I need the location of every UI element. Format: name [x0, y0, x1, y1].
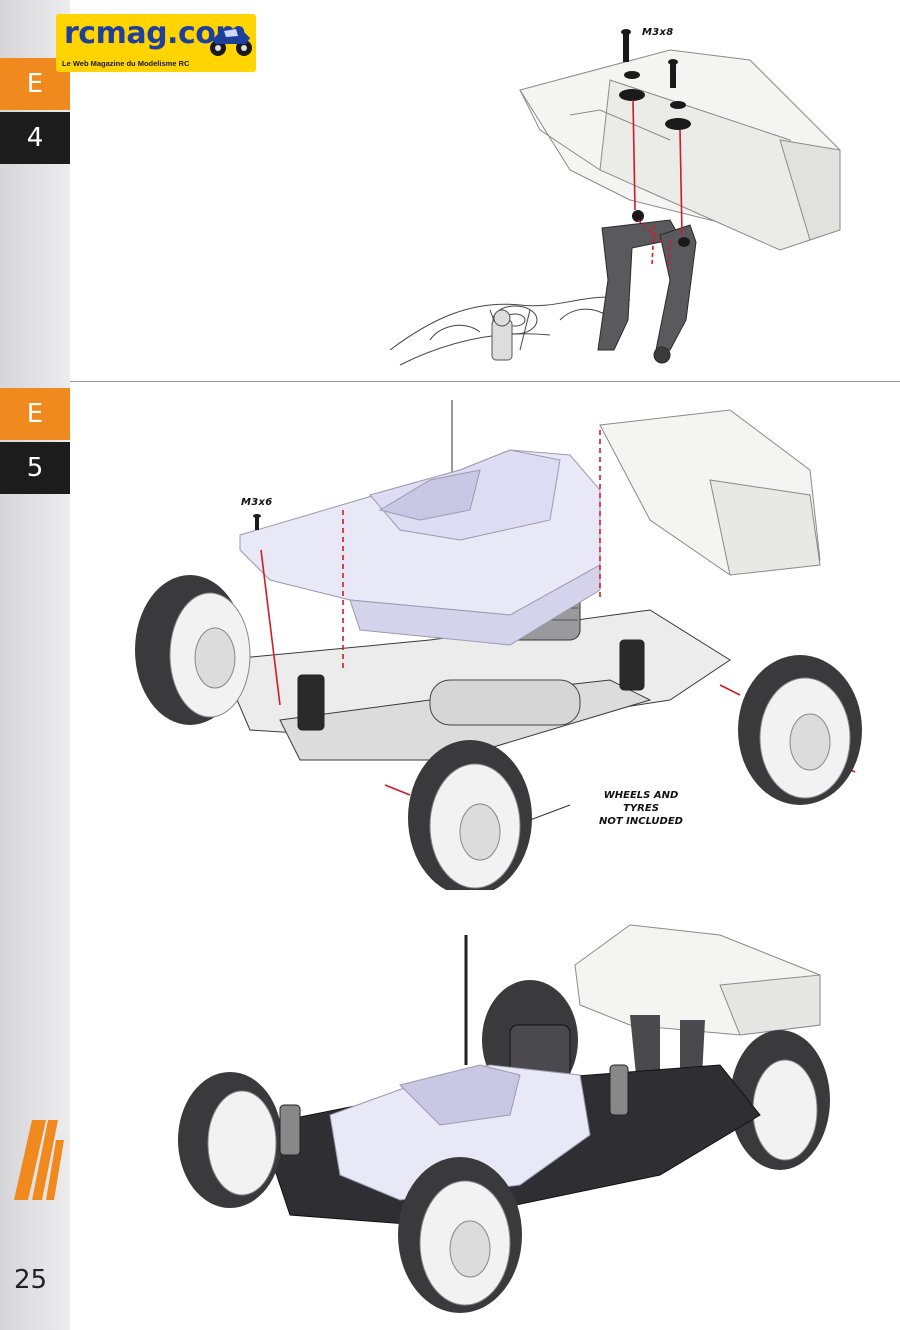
- wing-screw-label: M3x8: [642, 27, 674, 38]
- note-line-1: WHEELS AND: [603, 790, 679, 801]
- buggy-logo-icon: [210, 28, 252, 56]
- rcmag-logo[interactable]: rcmag.com Le Web Magazine du Modelisme R…: [56, 14, 256, 72]
- note-line-3: NOT INCLUDED: [599, 816, 683, 827]
- page-number: 25: [14, 1265, 48, 1295]
- body-screw-label: M3x6: [241, 497, 273, 508]
- note-line-2: TYRES: [623, 803, 659, 814]
- wing-assembly-diagram: [389, 29, 841, 366]
- step-4-number-tab: 4: [0, 112, 70, 164]
- step-5-letter-tab: E: [0, 388, 70, 440]
- sidebar: [0, 0, 70, 1330]
- body-mounting-diagram: [135, 400, 862, 890]
- section-divider: [70, 381, 900, 382]
- step-5-number-tab: 5: [0, 442, 70, 494]
- assembled-buggy-illustration: [178, 924, 830, 1313]
- wheels-not-included-note: WHEELS AND TYRES NOT INCLUDED: [576, 789, 706, 828]
- logo-tagline: Le Web Magazine du Modelisme RC: [62, 59, 190, 68]
- wheels-group: [135, 575, 862, 890]
- brand-logo-icon: [14, 1120, 64, 1200]
